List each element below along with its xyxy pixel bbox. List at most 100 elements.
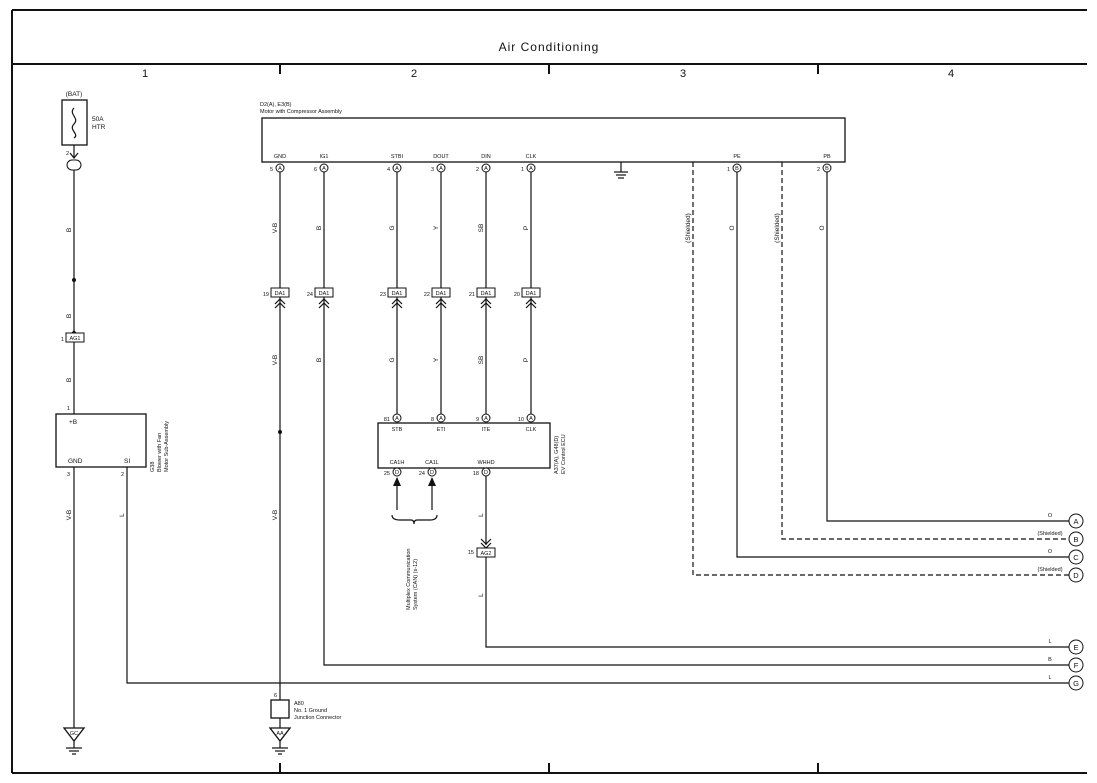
ecu-bottom-pins: 25 D 24 D 18 D — [384, 467, 491, 477]
svg-text:G: G — [1073, 679, 1079, 688]
svg-text:A: A — [278, 166, 282, 172]
terminal-g — [1068, 675, 1084, 691]
svg-text:Multiplex Communication: Multiplex Communication — [406, 549, 412, 610]
wire-ag2-e — [485, 557, 1069, 648]
svg-text:DA1: DA1 — [275, 291, 286, 297]
svg-text:DA1: DA1 — [481, 291, 492, 297]
svg-text:O: O — [1048, 549, 1053, 555]
terminal-wire-labels: O (Shielded) O (Shielded) L B L — [1037, 513, 1062, 681]
terminal-b — [1068, 531, 1084, 547]
svg-text:Motor with Compressor Assembly: Motor with Compressor Assembly — [260, 109, 342, 115]
wire-pe-c — [736, 172, 1069, 558]
terminal-d — [1068, 567, 1084, 583]
svg-text:AA: AA — [276, 731, 284, 737]
svg-text:L: L — [1048, 675, 1051, 681]
svg-text:CA1H: CA1H — [390, 460, 405, 466]
wire-color: B — [66, 228, 73, 232]
can-bus-link: Multiplex Communication System (CAN) (s-… — [391, 477, 438, 610]
wire-color: Y — [433, 357, 440, 362]
svg-text:DIN: DIN — [481, 154, 491, 160]
connector-name: AG1 — [69, 336, 80, 342]
svg-text:8: 8 — [431, 417, 434, 423]
wire-color: (Shielded) — [774, 213, 781, 243]
wire-color: SB — [478, 356, 485, 365]
svg-text:24: 24 — [307, 292, 313, 298]
svg-text:DOUT: DOUT — [433, 154, 449, 160]
svg-text:19: 19 — [263, 292, 269, 298]
terminal-a — [1068, 513, 1084, 529]
svg-text:4: 4 — [387, 167, 390, 173]
column-label: 1 — [142, 68, 148, 80]
fuse-rating: 50A — [92, 116, 104, 123]
svg-text:GND: GND — [274, 154, 286, 160]
svg-text:3: 3 — [431, 167, 434, 173]
wire-color: V-B — [272, 510, 279, 520]
svg-text:A: A — [484, 416, 488, 422]
svg-text:PB: PB — [823, 154, 831, 160]
wire-color: V-B — [272, 223, 279, 233]
svg-text:C: C — [1073, 553, 1079, 562]
svg-text:A80: A80 — [294, 701, 304, 707]
svg-text:6: 6 — [274, 693, 277, 699]
svg-text:SI: SI — [124, 458, 130, 465]
svg-text:3: 3 — [67, 472, 70, 478]
shield-wire-d — [692, 162, 1069, 576]
column-label: 3 — [680, 68, 686, 80]
svg-text:System (CAN) (s-12): System (CAN) (s-12) — [413, 559, 419, 610]
svg-text:B: B — [825, 166, 829, 172]
svg-text:EV Control ECU: EV Control ECU — [561, 434, 567, 474]
svg-text:A: A — [439, 416, 443, 422]
svg-text:21: 21 — [469, 292, 475, 298]
terminal-c — [1068, 549, 1084, 565]
svg-text:AG2: AG2 — [480, 551, 491, 557]
wire-color: Y — [433, 225, 440, 230]
svg-text:6: 6 — [314, 167, 317, 173]
svg-text:E: E — [1073, 643, 1078, 652]
wire-color: B — [66, 378, 73, 382]
wire-pb-a — [826, 172, 1069, 522]
svg-text:DA1: DA1 — [319, 291, 330, 297]
svg-text:STBI: STBI — [391, 154, 404, 160]
svg-text:81: 81 — [384, 417, 390, 423]
svg-text:L: L — [1048, 639, 1051, 645]
ground-aa: AA — [268, 727, 292, 755]
svg-text:1: 1 — [727, 167, 730, 173]
svg-text:DA1: DA1 — [392, 291, 403, 297]
wire-color: L — [119, 513, 126, 517]
svg-text:D: D — [484, 470, 488, 476]
fuse-source: (BAT) — [66, 91, 83, 98]
svg-text:1: 1 — [67, 406, 70, 412]
splice-point — [72, 278, 76, 282]
svg-text:A: A — [395, 166, 399, 172]
wires-compressor-da1: V-B B G Y SB P — [272, 172, 532, 288]
ecu-top-pins: 81 A 8 A 9 A 10 A — [384, 413, 536, 423]
svg-text:A: A — [322, 166, 326, 172]
wires-da1-ecu: G Y SB P — [389, 297, 532, 414]
svg-text:F: F — [1074, 661, 1079, 670]
brace-icon — [391, 514, 438, 525]
svg-text:2: 2 — [476, 167, 479, 173]
fuse-icon — [71, 107, 77, 139]
svg-text:Motor Sub-Assembly: Motor Sub-Assembly — [164, 421, 170, 472]
svg-text:GND: GND — [68, 458, 83, 465]
shield-wire-b — [781, 162, 1069, 540]
svg-text:B: B — [1073, 535, 1078, 544]
terminal-e — [1068, 639, 1084, 655]
svg-text:2: 2 — [817, 167, 820, 173]
compressor-pin-markers: 5 A 6 A 4 A 3 A 2 A 1 A 1 B 2 B — [270, 163, 832, 173]
wire-ig1 — [323, 297, 1069, 666]
ground-gc: GC — [62, 727, 86, 755]
terminal-f — [1068, 657, 1084, 673]
svg-text:A37(A), G48(D): A37(A), G48(D) — [554, 436, 560, 474]
svg-text:24: 24 — [419, 471, 425, 477]
wire-color: V-B — [272, 355, 279, 365]
off-page-terminals: A B C D E F G — [1068, 513, 1084, 691]
wire-blower-si — [126, 467, 1069, 684]
svg-text:A: A — [529, 416, 533, 422]
wire-color: B — [316, 358, 323, 362]
wire-color: SB — [478, 224, 485, 233]
svg-text:2: 2 — [121, 472, 124, 478]
wire-color: B — [316, 226, 323, 230]
svg-text:D2(A), E3(B): D2(A), E3(B) — [260, 102, 292, 108]
